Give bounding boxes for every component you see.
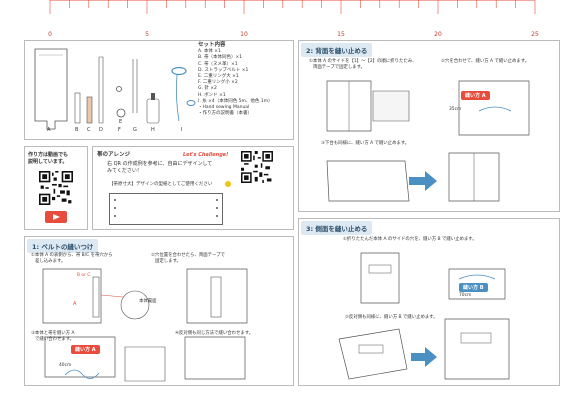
step1-stitch-tag: 縫い方 A xyxy=(71,345,100,354)
step1-s3a: ③本体と帯を縫い方 A xyxy=(31,331,75,336)
kit-list: セット内容 A. 本体 ×1 B. 帯（本体同色）×1 C. 帯（ヌメ革）×1 … xyxy=(198,42,295,117)
ruler-label-25: 25 xyxy=(531,31,539,38)
kit-item: F. 二重リング小 ×2 xyxy=(198,80,238,86)
step1-s3b: で縫い合わせます。 xyxy=(35,337,75,342)
step2-s2: ②穴を合わせて、縫い方 A で縫い止めます。 xyxy=(441,59,530,64)
part-label-h: H xyxy=(151,127,155,133)
part-label-c: C xyxy=(87,127,91,133)
play-icon xyxy=(53,213,60,220)
kit-item: A. 本体 ×1 xyxy=(198,49,221,55)
step1-s4: ④反対側も同じ方法で縫い合わせます。 xyxy=(175,331,254,336)
step2-stitch-tag: 縫い方 A xyxy=(461,91,490,100)
arrange-panel: 帯のアレンジ Let's Challenge! 右 QR の作成例を参考に、自由… xyxy=(92,146,294,230)
step1-length: 40cm xyxy=(59,363,72,368)
kit-item: ・作り方の説明書（本書） xyxy=(198,111,252,117)
step3-title: 3: 側面を縫い止める xyxy=(301,221,373,235)
step1-label-bc: B or C xyxy=(77,273,91,278)
part-label-a: A xyxy=(47,127,51,133)
video-play-button[interactable] xyxy=(45,211,67,223)
video-line1: 作り方は動画でも xyxy=(28,152,69,158)
step3-illustration xyxy=(338,252,510,380)
ruler-label-15: 15 xyxy=(337,31,345,38)
step3-s1: ①折りたたんだ本体 A のサイドの穴を、縫い方 B で縫い止めます。 xyxy=(343,237,477,242)
step1-title: 1: ベルトの縫いつけ xyxy=(27,239,99,253)
step1-label-body: 本体裏面 xyxy=(139,299,157,304)
arrange-line1: 右 QR の作成例を参考に、自由にデザインして xyxy=(107,161,213,167)
part-label-f: F xyxy=(118,127,121,133)
arrange-qr-code[interactable] xyxy=(241,151,273,183)
step2-s3: ③下台も同様に、縫い方 A で縫い止めます。 xyxy=(321,141,410,146)
ruler-label-10: 10 xyxy=(240,31,248,38)
challenge-label: Let's Challenge! xyxy=(183,152,229,158)
step2-s1b: 両面テープで固定します。 xyxy=(313,65,365,70)
kit-panel: A B C D E F G H I xyxy=(24,40,294,140)
kit-illustration xyxy=(34,48,196,130)
kit-item: G. 針 ×2 xyxy=(198,86,217,92)
kit-item: H. ボンド ×1 xyxy=(198,92,226,98)
kit-item: C. 帯（ヌメ革）×1 xyxy=(198,61,238,67)
step3-panel: 3: 側面を縫い止める ①折りたたんだ本体 A のサイドの穴を、縫い方 B で縫… xyxy=(298,218,560,386)
step1-s1a: ①本体 A の表側から、帯 B/C を帯穴から xyxy=(31,253,113,258)
step2-illustration xyxy=(326,80,530,202)
step1-s2a: ②穴位置を合わせたら、両面テープで xyxy=(151,253,225,258)
ruler: 0 5 10 15 20 25 xyxy=(0,0,583,40)
part-label-g: G xyxy=(133,127,137,133)
kit-item: B. 帯（本体同色）×1 xyxy=(198,55,243,61)
band-template xyxy=(109,193,223,225)
ruler-label-0: 0 xyxy=(48,31,52,38)
step1-panel: 1: ベルトの縫いつけ ①本体 A の表側から、帯 B/C を帯穴から 差し込み… xyxy=(24,236,294,386)
step2-length: 35cm xyxy=(449,107,462,112)
step1-s1b: 差し込みます。 xyxy=(35,259,66,264)
step2-s1a: ①本体 A のサイドを【1】〜【2】の順に折りたたみ、 xyxy=(309,59,417,64)
step3-stitch-tag: 縫い方 B xyxy=(459,283,488,292)
video-panel: 作り方は動画でも 説明しています。 xyxy=(24,146,88,230)
kit-item: I. 糸 ×4（本体同色 5m、他色 1m） xyxy=(198,98,273,104)
kit-item: E. 二重リング大 ×1 xyxy=(198,74,239,80)
step2-panel: 2: 背面を縫い止める ①本体 A のサイドを【1】〜【2】の順に折りたたみ、 … xyxy=(298,40,560,212)
kit-title: セット内容 xyxy=(198,42,226,48)
kit-item: ・Hand sewing Manual xyxy=(198,105,250,111)
ruler-ticks xyxy=(49,0,536,14)
step1-s2b: 固定します。 xyxy=(155,259,181,264)
part-label-i: I xyxy=(181,127,183,133)
part-label-e: E xyxy=(119,119,123,125)
ruler-label-5: 5 xyxy=(145,31,149,38)
step3-s2: ②反対側も同様に、縫い方 B で縫い止めます。 xyxy=(345,315,438,320)
arrange-line2: みてください！ xyxy=(107,168,142,174)
part-label-d: D xyxy=(99,127,103,133)
step2-title: 2: 背面を縫い止める xyxy=(301,43,373,57)
video-qr-code[interactable] xyxy=(39,171,73,205)
arrange-title: 帯のアレンジ xyxy=(97,152,131,158)
kit-item: D. ストラップベルト ×1 xyxy=(198,67,249,73)
hand-icon xyxy=(225,181,231,187)
size-note: 【帯原寸大】デザインの型紙としてご使用ください xyxy=(109,182,213,187)
ruler-label-20: 20 xyxy=(434,31,442,38)
video-line2: 説明しています。 xyxy=(28,159,68,165)
part-label-b: B xyxy=(75,127,79,133)
step3-length: 70cm xyxy=(459,293,472,298)
step1-label-a: A xyxy=(73,301,77,307)
